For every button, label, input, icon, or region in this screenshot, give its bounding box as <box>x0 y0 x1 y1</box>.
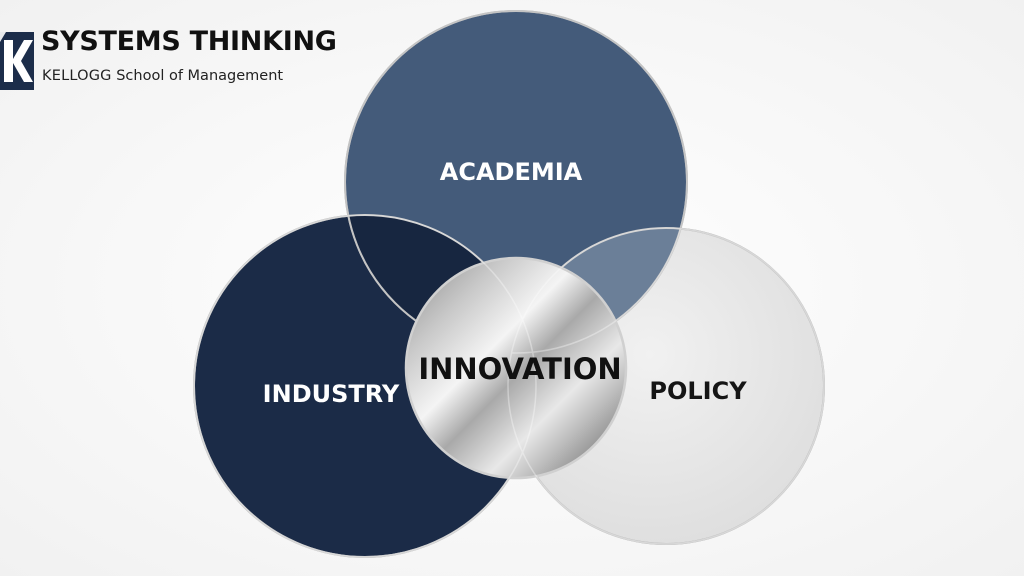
label-academia: ACADEMIA <box>440 158 583 186</box>
header: SYSTEMS THINKING KELLOGG School of Manag… <box>0 26 360 96</box>
kellogg-k-logo-icon <box>0 32 34 90</box>
page-subtitle: KELLOGG School of Management <box>42 68 283 84</box>
label-industry: INDUSTRY <box>263 380 400 408</box>
subtitle-school-name: KELLOGG <box>42 68 112 84</box>
page-title: SYSTEMS THINKING <box>41 26 337 57</box>
label-innovation: INNOVATION <box>418 352 621 386</box>
subtitle-rest: School of Management <box>111 68 284 84</box>
innovation-circle <box>404 256 628 480</box>
label-policy: POLICY <box>649 377 747 405</box>
